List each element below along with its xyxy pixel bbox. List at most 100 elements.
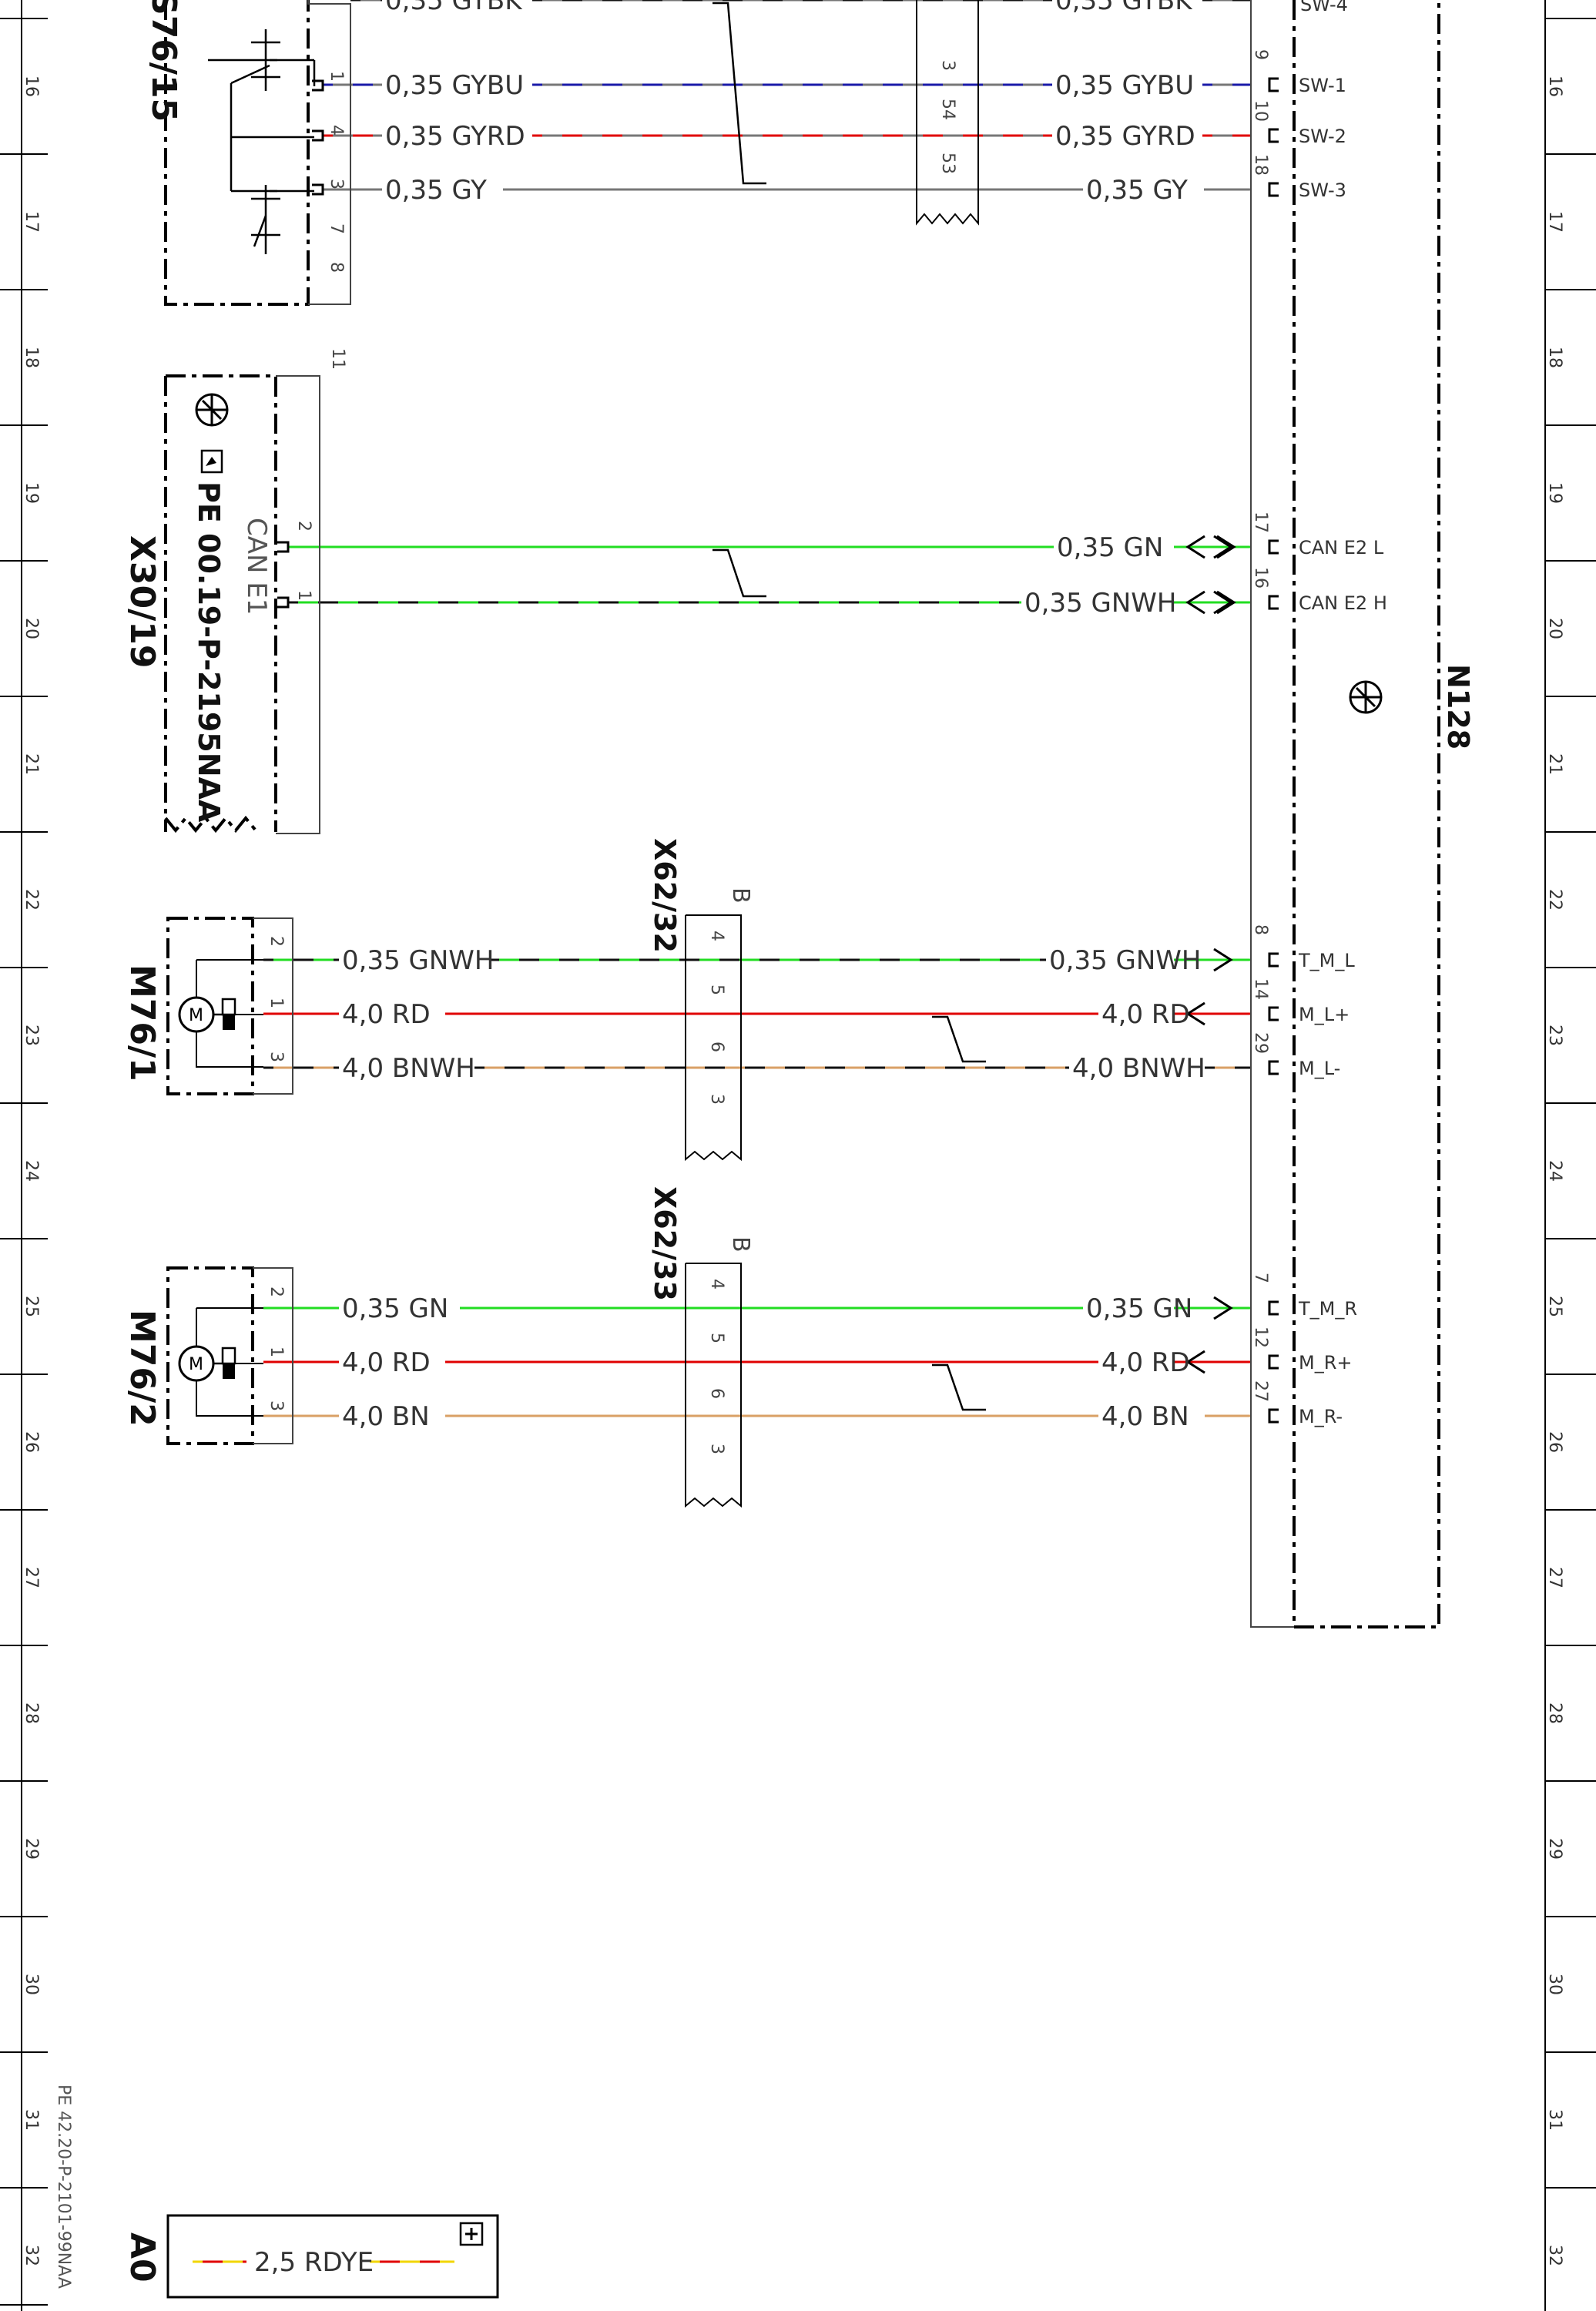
wire-label: 0,35 GYBU <box>1055 70 1194 101</box>
pin-label: 1 <box>294 590 314 601</box>
pin-socket <box>1268 1060 1279 1075</box>
grid-number: 30 <box>22 1974 41 1995</box>
connector-x62-33: X62/33 B 4 5 6 3 <box>648 1186 754 1508</box>
grid-number: 27 <box>22 1567 41 1588</box>
grid-number: 21 <box>22 753 41 775</box>
connector-top: 3 54 53 <box>916 0 979 226</box>
ground-ecu-icon <box>1349 680 1383 714</box>
grid-number: 20 <box>1545 618 1564 639</box>
wire-label: 4,0 RD <box>1101 1347 1190 1378</box>
wire-label: 0,35 GYBK <box>1055 0 1193 16</box>
pin-label: 4 <box>707 931 726 941</box>
twist-mark <box>712 548 766 598</box>
wire-label: 4,0 RD <box>1101 999 1190 1030</box>
component-label: X62/33 <box>648 1186 682 1301</box>
grid-number: 28 <box>22 1702 41 1724</box>
pin-label: 5 <box>707 984 726 995</box>
grid-number: 25 <box>22 1296 41 1317</box>
signal-label: SW-4 <box>1300 0 1348 15</box>
pin-label: 1 <box>267 1347 286 1357</box>
component-label: N128 <box>1441 664 1475 750</box>
footer-reference: PE 42.20-P-2101-99NAA <box>54 2085 73 2289</box>
grid-number: 23 <box>22 1025 41 1046</box>
wire-label: 0,35 GNWH <box>342 945 494 976</box>
grid-number: 29 <box>1545 1838 1564 1860</box>
wire-label: 0,35 GNWH <box>1049 945 1201 976</box>
reference-hand-icon <box>200 449 223 474</box>
wire-label: 4,0 BN <box>342 1401 430 1432</box>
pin-socket <box>1268 182 1279 197</box>
pin-socket <box>1268 1006 1279 1021</box>
legend-box: A0 2,5 RDYE <box>122 2214 499 2299</box>
grid-number: 18 <box>1545 347 1564 368</box>
component-m76-1: M M76/1 2 1 3 <box>122 917 293 1095</box>
legend-wire: 2,5 RDYE <box>193 2247 454 2278</box>
pin-label: 53 <box>938 153 957 174</box>
signal-name: CAN E2 L <box>1299 537 1384 558</box>
wire-label: 0,35 GNWH <box>1024 588 1176 619</box>
legend-label: A0 <box>122 2232 162 2282</box>
grid-number: 31 <box>22 2109 41 2131</box>
signal-name: CAN E2 H <box>1299 592 1387 614</box>
wire-label: 0,35 GYBK <box>385 0 523 16</box>
pin-number: 8 <box>1251 924 1270 935</box>
wire-label: 0,35 GYRD <box>385 121 525 152</box>
wire-label: 0,35 GYBU <box>385 70 524 101</box>
pin-socket <box>1268 1354 1279 1370</box>
pin-label: 2 <box>267 1286 286 1297</box>
component-s76-15: S76/15 1 4 3 7 8 <box>144 0 351 306</box>
grid-number: 26 <box>22 1431 41 1453</box>
signal-name: T_M_R <box>1298 1298 1357 1320</box>
pin-number: 14 <box>1251 978 1270 1000</box>
wire-label: 4,0 RD <box>342 999 431 1030</box>
grid-number: 23 <box>1545 1025 1564 1046</box>
grid-number: 32 <box>22 2245 41 2266</box>
pin-socket <box>1268 77 1279 92</box>
pin-label: 4 <box>707 1279 726 1290</box>
pin-label: 3 <box>267 1052 286 1062</box>
grid-frame <box>21 0 1546 2311</box>
switch-symbol <box>208 29 316 254</box>
grid-number: 22 <box>1545 889 1564 911</box>
ground-ecu-icon <box>195 393 229 427</box>
pin-socket <box>1268 1300 1279 1316</box>
pin-label: 4 <box>327 125 346 136</box>
signal-name: M_L+ <box>1299 1004 1350 1025</box>
wires: 0,35 GYBK 0,35 GYBK 0,35 GYBU 0,35 GYBU 0,35… <box>263 0 1251 1432</box>
wire-label: 4,0 BNWH <box>342 1053 475 1084</box>
connector-pins <box>312 79 324 196</box>
grid-number: 18 <box>22 347 41 368</box>
connector-tag: B <box>727 887 754 904</box>
component-m76-2: M M76/2 2 1 3 <box>122 1266 293 1445</box>
pin-label: 6 <box>707 1041 726 1052</box>
grid-number: 20 <box>22 618 41 639</box>
pin-number: 12 <box>1251 1327 1270 1348</box>
connector-tag: B <box>727 1236 754 1253</box>
pin-number: 29 <box>1251 1032 1270 1054</box>
motor-icon: M <box>178 1345 236 1382</box>
grid-number: 28 <box>1545 1702 1564 1724</box>
pin-label: 3 <box>327 179 346 190</box>
pin-label: 8 <box>327 262 346 273</box>
signal-name: SW-2 <box>1299 126 1346 147</box>
grid-number: 30 <box>1545 1974 1564 1995</box>
signal-name: M_R- <box>1299 1406 1343 1427</box>
grid-number: 24 <box>22 1160 41 1182</box>
pin-number: 18 <box>1251 154 1270 176</box>
pin-number: 16 <box>1251 567 1270 589</box>
connector-x62-32: X62/32 B 4 5 6 3 <box>648 838 754 1162</box>
signal-name: SW-3 <box>1299 179 1346 201</box>
pin-label: 6 <box>707 1388 726 1399</box>
wire-label: 0,35 GN <box>1057 532 1163 563</box>
grid-number: 26 <box>1545 1431 1564 1453</box>
component-label: X62/32 <box>648 838 682 953</box>
signal-name: M_L- <box>1299 1058 1340 1079</box>
pin-label: 3 <box>707 1094 726 1105</box>
